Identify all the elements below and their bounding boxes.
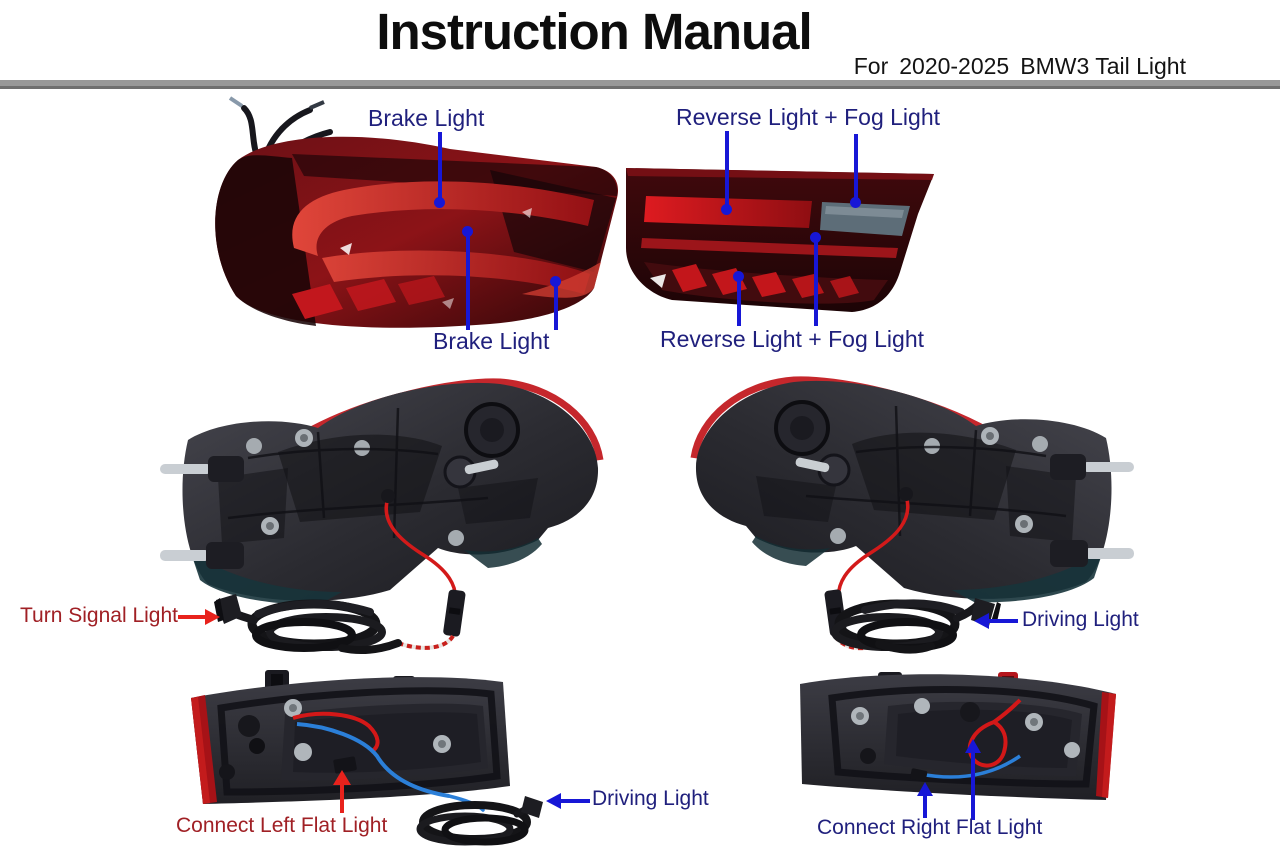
connect-left-flat-label: Connect Left Flat Light [176, 814, 388, 837]
subtitle-prefix: For [853, 53, 889, 79]
red-arrow-right-head [205, 609, 220, 625]
turn-signal-label: Turn Signal Light [20, 604, 178, 627]
blue-arrow-up-shaft-b [971, 752, 975, 820]
brake-light-label-bottom: Brake Light [433, 328, 550, 354]
page-title: Instruction Manual [376, 3, 812, 60]
connect-right-flat-label: Connect Right Flat Light [817, 816, 1043, 839]
red-arrow-up-shaft [340, 784, 344, 813]
pointer-line [554, 282, 558, 330]
photo-turn-signal-wire [214, 589, 466, 655]
pointer-line [737, 278, 741, 326]
photo-left-trunk-light-back [191, 670, 543, 846]
blue-arrow-left-shaft [988, 619, 1018, 623]
pointer-line [438, 132, 442, 198]
reverse-fog-label-bottom: Reverse Light + Fog Light [660, 326, 925, 352]
pointer-line [854, 134, 858, 198]
header-divider-bar [0, 80, 1280, 89]
photo-right-trunk-light-back [800, 672, 1116, 800]
subtitle-years: 2020-2025 [899, 53, 1010, 79]
brake-light-label-top: Brake Light [368, 105, 485, 131]
driving-light-label-mid: Driving Light [1022, 608, 1139, 631]
blue-arrow-left-head [974, 613, 989, 629]
pointer-dot [462, 226, 473, 237]
blue-arrow-left-head-bottom [546, 793, 561, 809]
pointer-dot [810, 232, 821, 243]
page-subtitle: For 2020-2025 BMW3 Tail Light [854, 53, 1186, 80]
blue-arrow-up-head-a [917, 782, 933, 796]
pointer-line [725, 131, 729, 205]
pointer-dot [721, 204, 732, 215]
pointer-dot [550, 276, 561, 287]
driving-light-label-bottom: Driving Light [592, 787, 709, 810]
red-arrow-up-head [333, 770, 351, 785]
subtitle-product: BMW3 Tail Light [1020, 53, 1186, 79]
blue-arrow-left-shaft-bottom [560, 799, 590, 803]
photo-left-taillight-back [160, 378, 604, 605]
pointer-dot [733, 271, 744, 282]
blue-arrow-up-head-b [965, 739, 981, 753]
photo-driving-light-wire [824, 589, 1001, 654]
pointer-dot [850, 197, 861, 208]
photo-right-inner-taillight-front [626, 168, 934, 312]
blue-arrow-up-shaft-a [923, 795, 927, 818]
photo-left-outer-taillight-front [215, 96, 619, 328]
reverse-fog-label-top: Reverse Light + Fog Light [676, 104, 941, 130]
photo-right-taillight-back [690, 376, 1134, 603]
pointer-line [814, 239, 818, 326]
pointer-line [466, 232, 470, 330]
pointer-dot [434, 197, 445, 208]
red-arrow-right-shaft [178, 615, 206, 619]
